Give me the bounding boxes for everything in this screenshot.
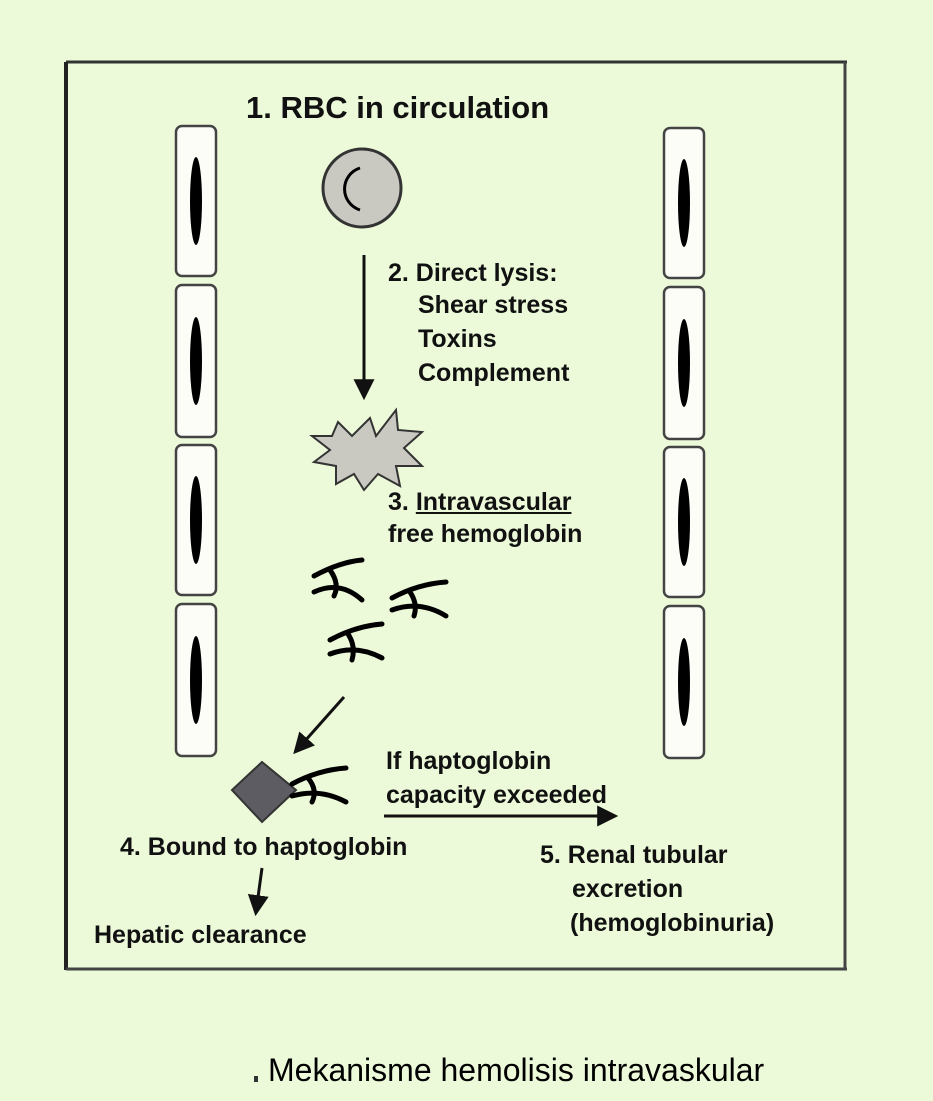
hepatic-label: Hepatic clearance bbox=[94, 921, 307, 949]
vessel-wall-right bbox=[662, 126, 706, 760]
hemoglobin-molecule bbox=[311, 557, 365, 603]
condition-line-2: capacity exceeded bbox=[386, 781, 607, 809]
endothelial-cell bbox=[662, 285, 706, 441]
cause-shear-stress: Shear stress bbox=[418, 291, 569, 319]
step1-label: 1. RBC in circulation bbox=[246, 90, 550, 125]
haptoglobin-complex bbox=[230, 760, 349, 824]
figure-caption: Mekanisme hemolisis intravaskular bbox=[268, 1052, 765, 1088]
cause-toxins: Toxins bbox=[418, 325, 497, 353]
step3-underlined: Intravascular bbox=[415, 488, 572, 516]
endothelial-cell bbox=[174, 443, 218, 597]
vessel-wall-left bbox=[174, 124, 218, 758]
endothelial-cell bbox=[174, 124, 218, 278]
lysed-cell bbox=[309, 407, 425, 492]
endothelial-cell bbox=[662, 126, 706, 280]
condition-line-1: If haptoglobin bbox=[386, 747, 552, 775]
step5-line-2: excretion bbox=[572, 875, 684, 903]
endothelial-cell bbox=[174, 602, 218, 758]
hepatic-arrow bbox=[247, 867, 269, 917]
binding-arrow bbox=[293, 696, 346, 755]
caption-marker bbox=[254, 1076, 258, 1082]
hemoglobin-molecule bbox=[389, 579, 449, 619]
cause-complement: Complement bbox=[418, 359, 570, 387]
step3-label: 3. Intravascular bbox=[388, 485, 571, 519]
step5-line-1: 5. Renal tubular bbox=[540, 841, 728, 869]
endothelial-cell bbox=[174, 283, 218, 439]
haptoglobin bbox=[230, 760, 298, 824]
step3-number: 3. bbox=[388, 488, 409, 516]
step3-rest: free hemoglobin bbox=[388, 520, 583, 548]
step5-line-3: (hemoglobinuria) bbox=[570, 909, 775, 937]
diagram-frame bbox=[64, 60, 847, 971]
step2-title: 2. Direct lysis: bbox=[388, 259, 558, 287]
step4-label: 4. Bound to haptoglobin bbox=[120, 833, 408, 861]
red-blood-cell bbox=[321, 147, 403, 229]
hemoglobin-molecule bbox=[327, 621, 385, 663]
free-hemoglobin-molecules bbox=[311, 557, 449, 663]
bound-hemoglobin bbox=[289, 765, 349, 805]
endothelial-cell bbox=[662, 445, 706, 599]
endothelial-cell bbox=[662, 604, 706, 760]
